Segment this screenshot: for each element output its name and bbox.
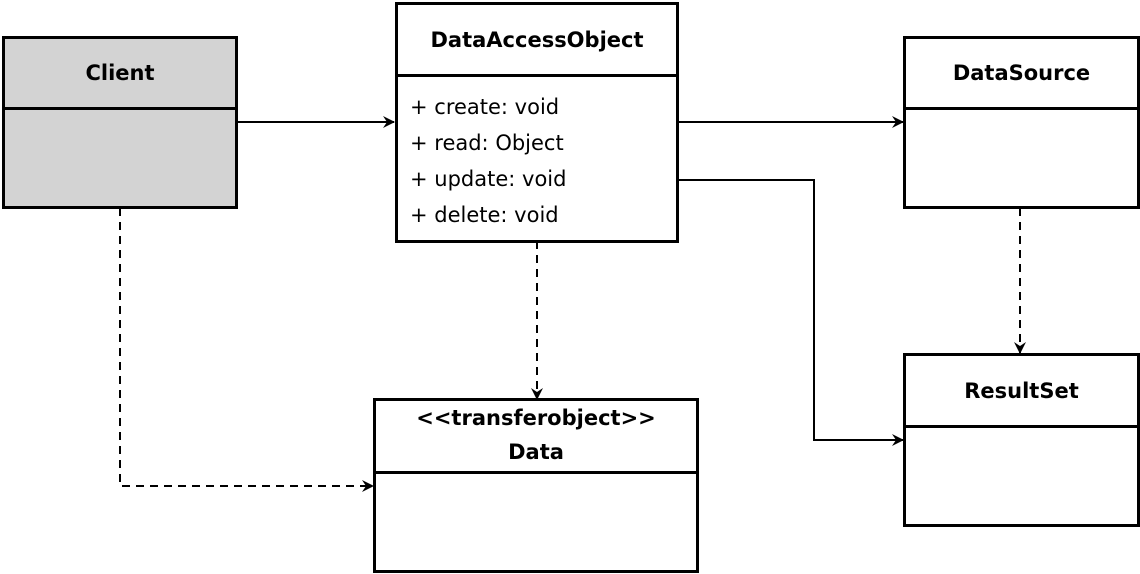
dao-to-resultset-arrow bbox=[677, 179, 904, 446]
class-data-header: <<transferobject>> Data bbox=[376, 401, 696, 474]
class-data-name: Data bbox=[508, 440, 564, 464]
method-delete: + delete: void bbox=[410, 203, 559, 227]
class-data-access-object: DataAccessObject + create: void + read: … bbox=[395, 2, 679, 243]
class-datasource-name: DataSource bbox=[906, 39, 1137, 110]
class-dao-name: DataAccessObject bbox=[398, 5, 676, 77]
class-client-name: Client bbox=[5, 39, 235, 110]
class-data-stereotype: <<transferobject>> bbox=[416, 406, 656, 430]
class-data-source: DataSource bbox=[903, 36, 1140, 209]
class-result-set: ResultSet bbox=[903, 353, 1140, 527]
client-to-data-dashed-arrow bbox=[119, 208, 374, 492]
class-resultset-name: ResultSet bbox=[906, 356, 1137, 428]
method-create: + create: void bbox=[410, 95, 560, 119]
class-data: <<transferobject>> Data bbox=[373, 398, 699, 573]
method-read: + read: Object bbox=[410, 131, 564, 155]
class-dao-members: + create: void + read: Object + update: … bbox=[398, 77, 676, 233]
class-client: Client bbox=[2, 36, 238, 209]
method-update: + update: void bbox=[410, 167, 567, 191]
